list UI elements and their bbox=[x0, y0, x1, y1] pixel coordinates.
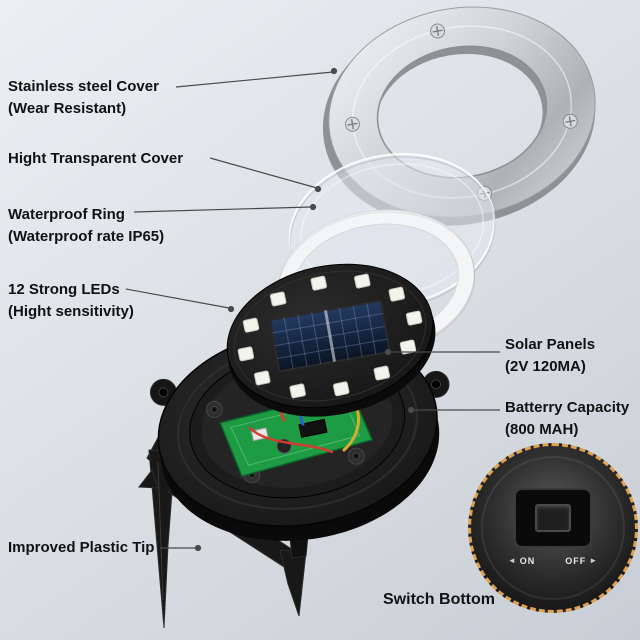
label-text: (Wear Resistant) bbox=[8, 99, 127, 117]
label-text: Waterproof Ring bbox=[8, 206, 125, 223]
label-text: (Hight sensitivity) bbox=[8, 302, 134, 320]
label-text: Stainless steel Cover bbox=[8, 78, 159, 95]
label-switch-bottom: Switch Bottom bbox=[383, 588, 495, 611]
label-text: (Waterproof rate IP65) bbox=[8, 227, 165, 245]
switch-off-marking: OFF ► bbox=[565, 556, 598, 566]
label-leds: 12 Strong LEDs (Hight sensitivity) bbox=[8, 279, 134, 323]
switch-plate bbox=[514, 488, 592, 549]
leader-lines bbox=[125, 67, 500, 552]
label-text: Solar Panels bbox=[505, 336, 596, 353]
label-solar-panels: Solar Panels (2V 120MA) bbox=[505, 334, 595, 378]
label-text: Switch Bottom bbox=[383, 591, 495, 608]
label-text: Improved Plastic Tip bbox=[8, 539, 155, 556]
label-plastic-tip: Improved Plastic Tip bbox=[8, 537, 154, 559]
label-text: 12 Strong LEDs bbox=[8, 281, 120, 298]
right-arrow-icon: ► bbox=[589, 556, 599, 566]
label-waterproof-ring: Waterproof Ring (Waterproof rate IP65) bbox=[8, 204, 164, 248]
switch-markings: ◄ ON OFF ► bbox=[471, 556, 635, 566]
inset-inner-ring bbox=[481, 456, 625, 600]
label-transparent-cover: Hight Transparent Cover bbox=[8, 148, 183, 170]
power-switch bbox=[535, 504, 571, 533]
led-icon bbox=[237, 273, 423, 399]
led-board bbox=[226, 263, 436, 417]
switch-off-label: OFF bbox=[565, 555, 587, 566]
label-text: (2V 120MA) bbox=[505, 357, 586, 375]
label-stainless-cover: Stainless steel Cover (Wear Resistant) bbox=[8, 76, 159, 120]
label-text: Hight Transparent Cover bbox=[8, 150, 184, 167]
left-arrow-icon: ◄ bbox=[507, 556, 517, 566]
switch-inset-photo: ◄ ON OFF ► bbox=[468, 443, 638, 613]
switch-on-label: ON bbox=[519, 555, 536, 566]
red-wire bbox=[248, 426, 334, 454]
label-battery: Batterry Capacity (800 MAH) bbox=[505, 397, 629, 441]
label-text: (800 MAH) bbox=[505, 420, 579, 438]
solar-panel bbox=[269, 299, 391, 373]
switch-on-marking: ◄ ON bbox=[508, 556, 535, 566]
label-text: Batterry Capacity bbox=[505, 399, 630, 416]
